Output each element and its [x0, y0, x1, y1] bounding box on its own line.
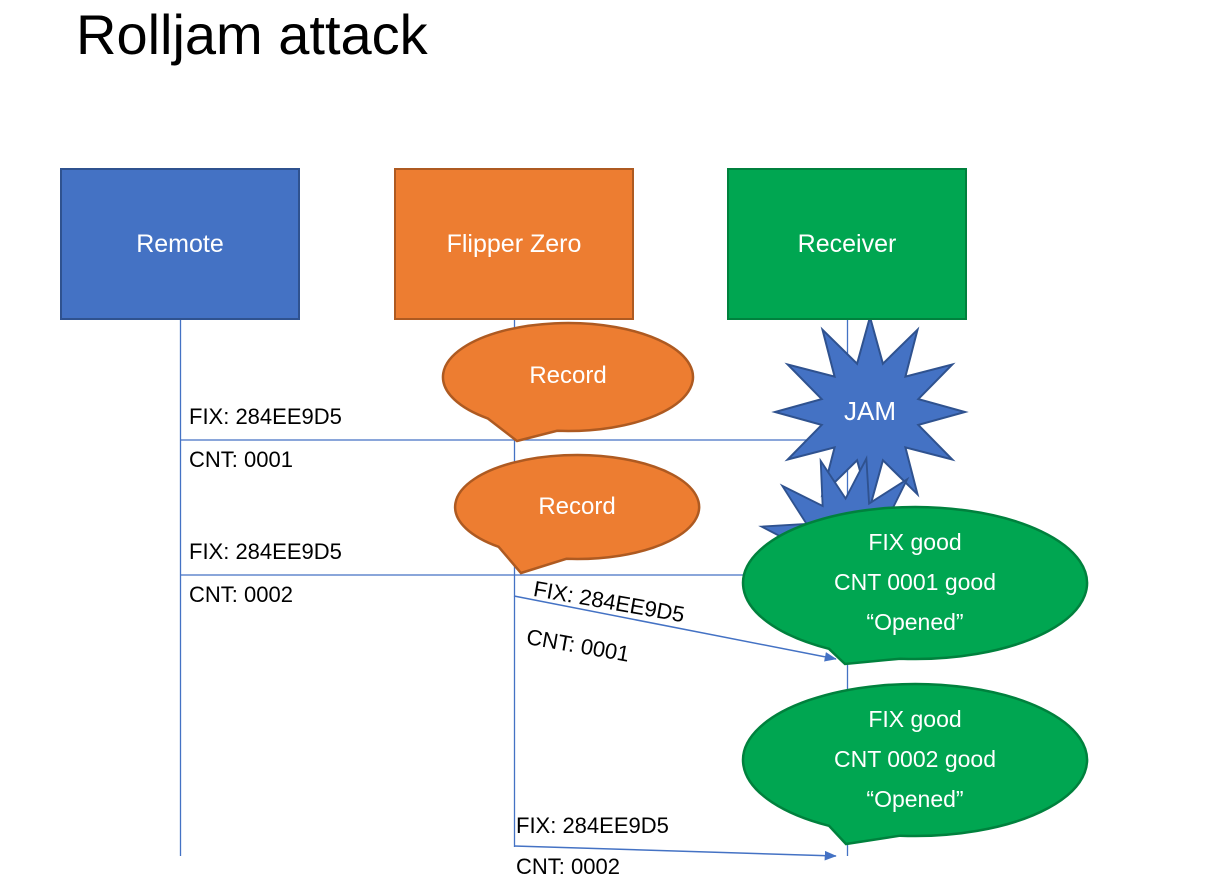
- replay-msg2-cnt-label: CNT: 0002: [516, 854, 620, 879]
- result-2-line-1: FIX good: [868, 706, 962, 732]
- result-callout-1-shape: [741, 505, 1089, 666]
- result-callout-1-label: FIX good CNT 0001 good “Opened”: [743, 522, 1087, 642]
- actor-receiver: Receiver: [727, 168, 967, 320]
- record-callout-1-label: Record: [529, 362, 607, 389]
- replay-msg2-fix-label: FIX: 284EE9D5: [516, 813, 669, 838]
- actor-flipper-zero: Flipper Zero: [394, 168, 634, 320]
- record-callout-2-label: Record: [538, 493, 616, 520]
- jam-burst-label: JAM: [844, 396, 896, 426]
- replay-arrow-2: [513, 845, 837, 861]
- result-2-line-3: “Opened”: [866, 786, 964, 812]
- remote-msg2-cnt-label: CNT: 0002: [189, 582, 293, 607]
- result-callout-2-label: FIX good CNT 0002 good “Opened”: [743, 699, 1087, 819]
- record-callout-2-shape: [453, 453, 701, 575]
- actor-receiver-label: Receiver: [797, 229, 897, 258]
- page-title: Rolljam attack: [76, 3, 428, 66]
- result-1-line-3: “Opened”: [866, 609, 964, 635]
- result-1-line-2: CNT 0001 good: [834, 569, 996, 595]
- result-1-line-1: FIX good: [868, 529, 962, 555]
- actor-remote-label: Remote: [136, 229, 224, 258]
- result-2-line-2: CNT 0002 good: [834, 746, 996, 772]
- actor-flipper-zero-label: Flipper Zero: [446, 229, 582, 258]
- actor-remote: Remote: [60, 168, 300, 320]
- record-callout-1-shape: [441, 321, 695, 443]
- remote-msg2-fix-label: FIX: 284EE9D5: [189, 539, 342, 564]
- result-callout-2-shape: [741, 682, 1089, 846]
- remote-msg1-cnt-label: CNT: 0001: [189, 447, 293, 472]
- replay-arrow-1: [513, 595, 837, 662]
- remote-msg1-fix-label: FIX: 284EE9D5: [189, 404, 342, 429]
